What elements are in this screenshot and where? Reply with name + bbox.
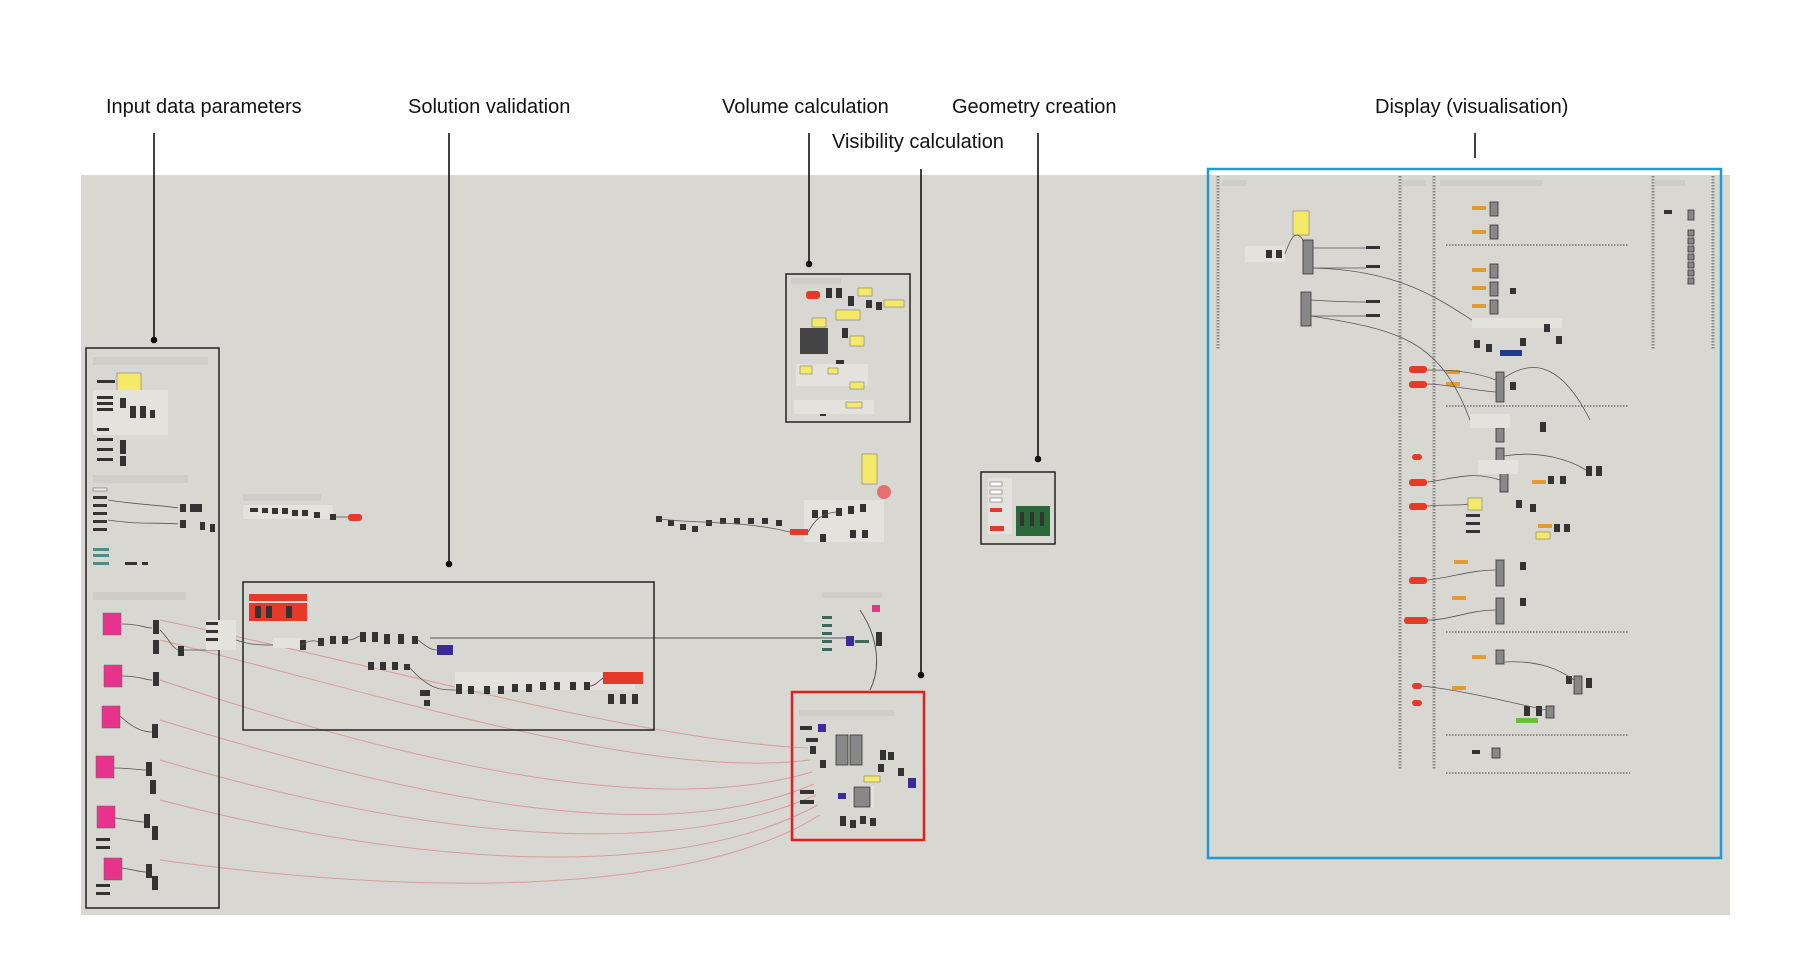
label-display-visualisation: Display (visualisation) [1375, 96, 1569, 118]
data-wires [159, 619, 821, 884]
solution-validation-nodes [206, 594, 643, 706]
label-solution-validation: Solution validation [408, 96, 571, 118]
display-nodes [1216, 176, 1715, 774]
frame-display [1206, 167, 1723, 860]
frame-volume-study [785, 273, 911, 423]
volume-study-nodes [791, 278, 905, 416]
node-canvas[interactable] [81, 175, 1730, 915]
geometry-nodes [988, 478, 1050, 536]
leader-lines [150, 133, 1476, 679]
label-volume-calculation: Volume calculation [722, 96, 889, 118]
label-visibility-calculation: Visibility calculation [832, 131, 1004, 153]
frame-visibility-study [790, 690, 926, 842]
frame-solution-validation [242, 581, 655, 731]
middle-nodes [656, 453, 891, 651]
visibility-study-nodes [799, 710, 916, 828]
label-geometry-creation: Geometry creation [952, 96, 1117, 118]
sx-filter-row [243, 494, 362, 521]
input-data-nodes [92, 357, 220, 895]
frame-geometry-creation [980, 471, 1056, 545]
label-input-data-parameters: Input data parameters [106, 96, 302, 118]
